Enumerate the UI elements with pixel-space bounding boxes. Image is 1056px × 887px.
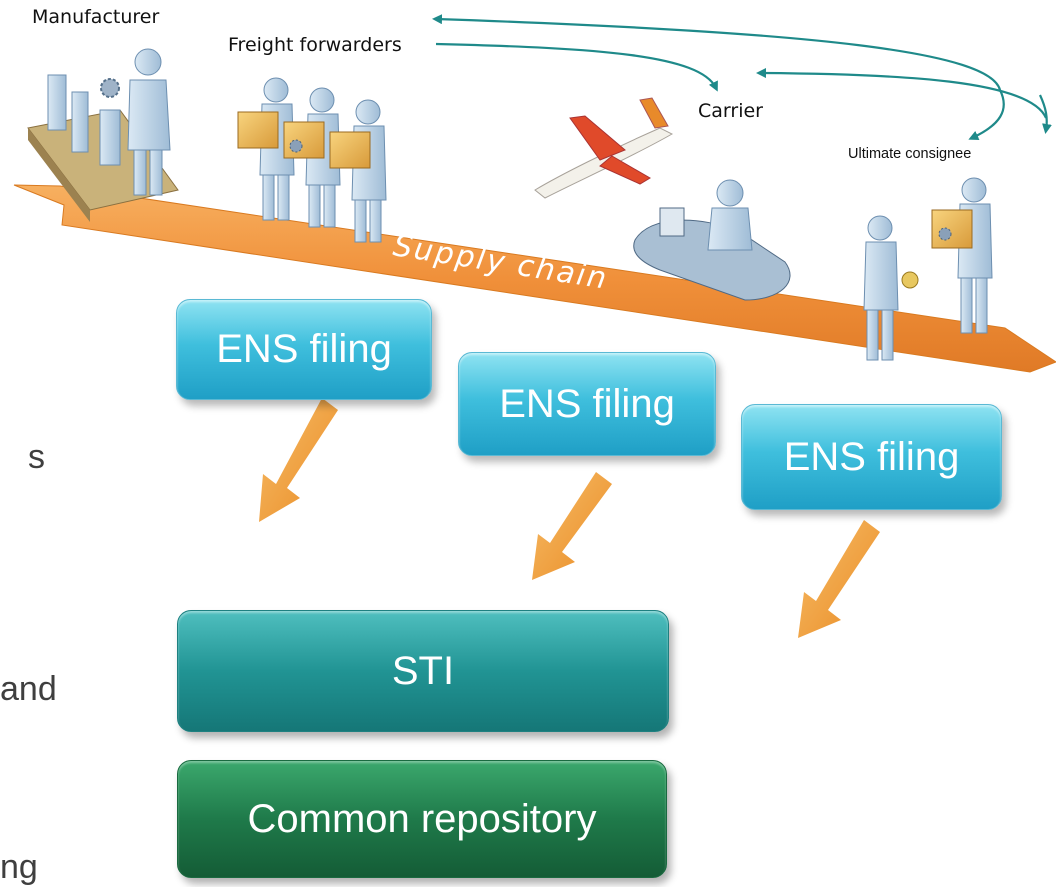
ens-filing-box-2: ENS filing xyxy=(458,352,716,456)
ultimate-consignee-label: Ultimate consignee xyxy=(848,146,972,162)
common-repository-box: Common repository xyxy=(177,760,667,878)
ultimate-consignee-illustration xyxy=(863,177,993,361)
supply-chain-band: Supply chain xyxy=(13,184,1056,373)
flow-arrow-3 xyxy=(798,520,880,638)
connector-arrow-right xyxy=(1039,94,1052,134)
carrier-label: Carrier xyxy=(698,100,763,122)
carrier-illustration xyxy=(534,97,791,301)
left-text-fragment-1: s xyxy=(28,438,45,476)
connector-arrow-manufacturer xyxy=(432,14,1002,91)
left-text-fragment-2: and xyxy=(0,670,57,708)
coin-icon xyxy=(901,271,919,289)
manufacturer-illustration xyxy=(27,48,179,222)
flow-arrow-1 xyxy=(259,398,338,522)
freight-forwarders-label: Freight forwarders xyxy=(228,34,402,56)
ens-filing-box-3: ENS filing xyxy=(741,404,1002,510)
left-text-fragment-3: ng xyxy=(0,848,38,886)
flow-arrow-2 xyxy=(532,472,612,580)
connector-arrow-consignee xyxy=(968,89,1005,141)
connector-arrow-carrier xyxy=(756,68,1048,119)
connector-arrows xyxy=(432,14,1052,141)
sti-box: STI xyxy=(177,610,669,732)
gear-icon xyxy=(938,227,952,241)
manufacturer-label: Manufacturer xyxy=(32,6,160,28)
gear-icon xyxy=(100,78,120,98)
flow-arrows xyxy=(259,398,880,638)
ens-filing-box-1: ENS filing xyxy=(176,299,432,400)
freight-forwarders-illustration xyxy=(237,77,387,243)
airplane-icon xyxy=(534,97,674,199)
connector-arrow-ff-carrier xyxy=(435,42,718,92)
desk-icon xyxy=(633,179,791,301)
gear-icon xyxy=(289,139,303,153)
